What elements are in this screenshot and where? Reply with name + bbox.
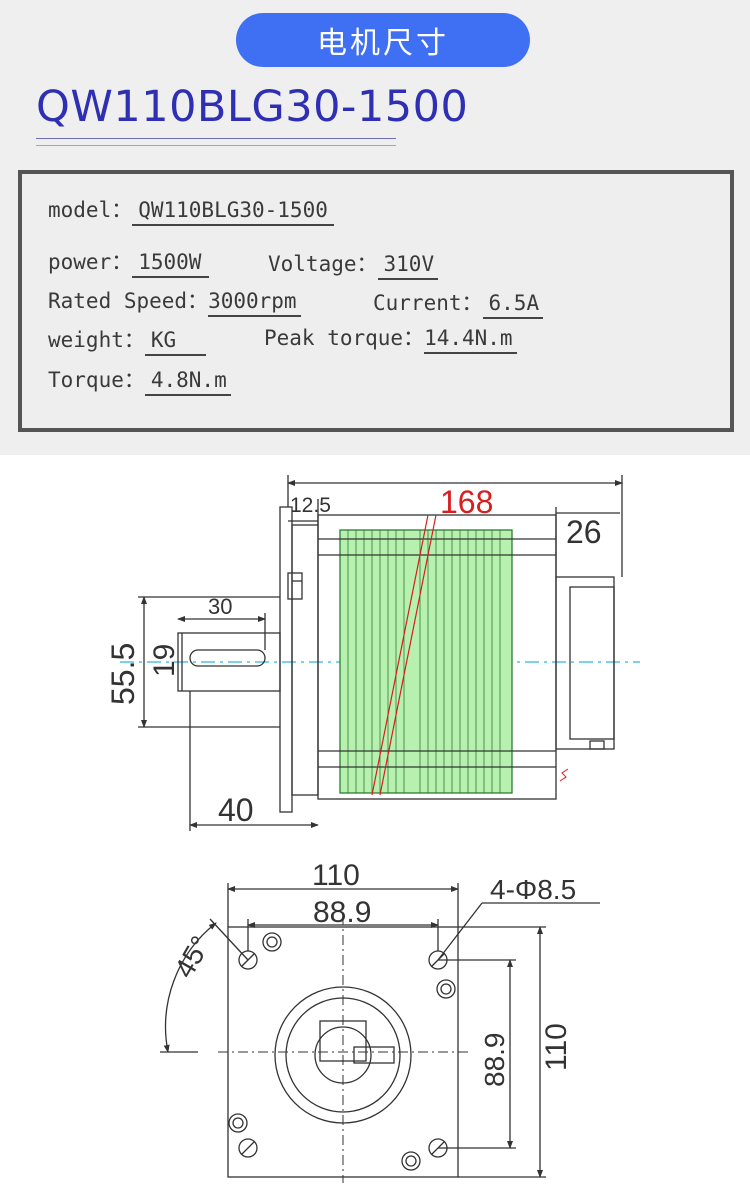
front-shaft	[314, 1026, 372, 1084]
section-banner: 电机尺寸	[236, 13, 530, 67]
front-pilot-outer	[274, 986, 412, 1124]
spec-model: model：QW110BLG30-1500	[48, 200, 334, 226]
dim-110-height: 110	[540, 1023, 573, 1071]
spec-voltage: Voltage：310V	[268, 252, 439, 280]
dim-30: 30	[208, 594, 232, 619]
spec-weight-label: weight：	[48, 328, 145, 352]
spec-torque-value: 4.8N.m	[144, 370, 231, 396]
leader-holes	[437, 902, 483, 961]
dimension-drawing: 12.5 168 26 30 55.5 19 40	[0, 455, 750, 1200]
break-line-right	[379, 514, 437, 796]
spec-current: Current：6.5A	[373, 291, 544, 319]
spec-current-label: Current：	[373, 291, 483, 315]
spec-peak-torque: Peak torque：14.4N.m	[264, 328, 517, 354]
stator-laminations	[339, 529, 513, 794]
front-view	[160, 883, 600, 1183]
spec-rated-speed-label: Rated Speed：	[48, 289, 209, 313]
spec-torque: Torque：4.8N.m	[48, 370, 231, 396]
dim-88-9-y: 88.9	[479, 1033, 510, 1088]
front-shaft-key	[353, 1046, 395, 1064]
spec-weight: weight：KG	[48, 328, 207, 356]
side-rear-cap	[555, 576, 615, 750]
dim-4-phi-8-5: 4-Φ8.5	[490, 874, 576, 905]
side-shaft-key	[189, 649, 266, 667]
spec-voltage-value: 310V	[377, 254, 439, 280]
spec-rated-speed-value: 3000rpm	[208, 291, 301, 317]
spec-power-value: 1500W	[132, 252, 210, 278]
dim-88-9-x: 88.9	[313, 896, 371, 929]
title-underline	[36, 138, 396, 139]
spec-current-value: 6.5A	[482, 293, 544, 319]
lamination-lines	[347, 530, 501, 793]
dim-12-5: 12.5	[290, 494, 331, 517]
dim-55-5: 55.5	[105, 643, 141, 705]
side-shaft	[177, 632, 281, 692]
title-underline-secondary	[36, 145, 396, 146]
hole-bottom-left	[238, 1138, 258, 1158]
side-flange	[279, 506, 293, 813]
front-pilot-inner	[285, 997, 401, 1113]
spec-model-value: QW110BLG30-1500	[132, 200, 334, 226]
spec-peak-torque-label: Peak torque：	[264, 326, 425, 350]
side-flange-tab	[287, 572, 303, 600]
side-view	[120, 475, 640, 831]
model-title: QW110BLG30-1500	[36, 82, 469, 132]
spec-rated-speed: Rated Speed：3000rpm	[48, 291, 301, 317]
spec-power-label: power：	[48, 250, 133, 274]
spec-header-section: 电机尺寸 QW110BLG30-1500 model：QW110BLG30-15…	[0, 0, 750, 455]
spec-weight-value: KG	[144, 330, 207, 356]
spec-power: power：1500W	[48, 250, 210, 278]
dim-168: 168	[440, 484, 493, 520]
spec-table: model：QW110BLG30-1500 power：1500W Voltag…	[18, 170, 734, 432]
dim-19: 19	[148, 644, 181, 677]
spec-model-label: model：	[48, 198, 133, 222]
spec-peak-torque-value: 14.4N.m	[424, 328, 517, 354]
angle-arc	[163, 922, 217, 1053]
break-line-left	[371, 514, 429, 796]
dim-110-width: 110	[312, 859, 360, 892]
dim-26: 26	[566, 514, 602, 550]
spec-torque-label: Torque：	[48, 368, 145, 392]
spec-voltage-label: Voltage：	[268, 252, 378, 276]
dim-40: 40	[218, 792, 254, 828]
side-flange-boss	[291, 524, 319, 796]
